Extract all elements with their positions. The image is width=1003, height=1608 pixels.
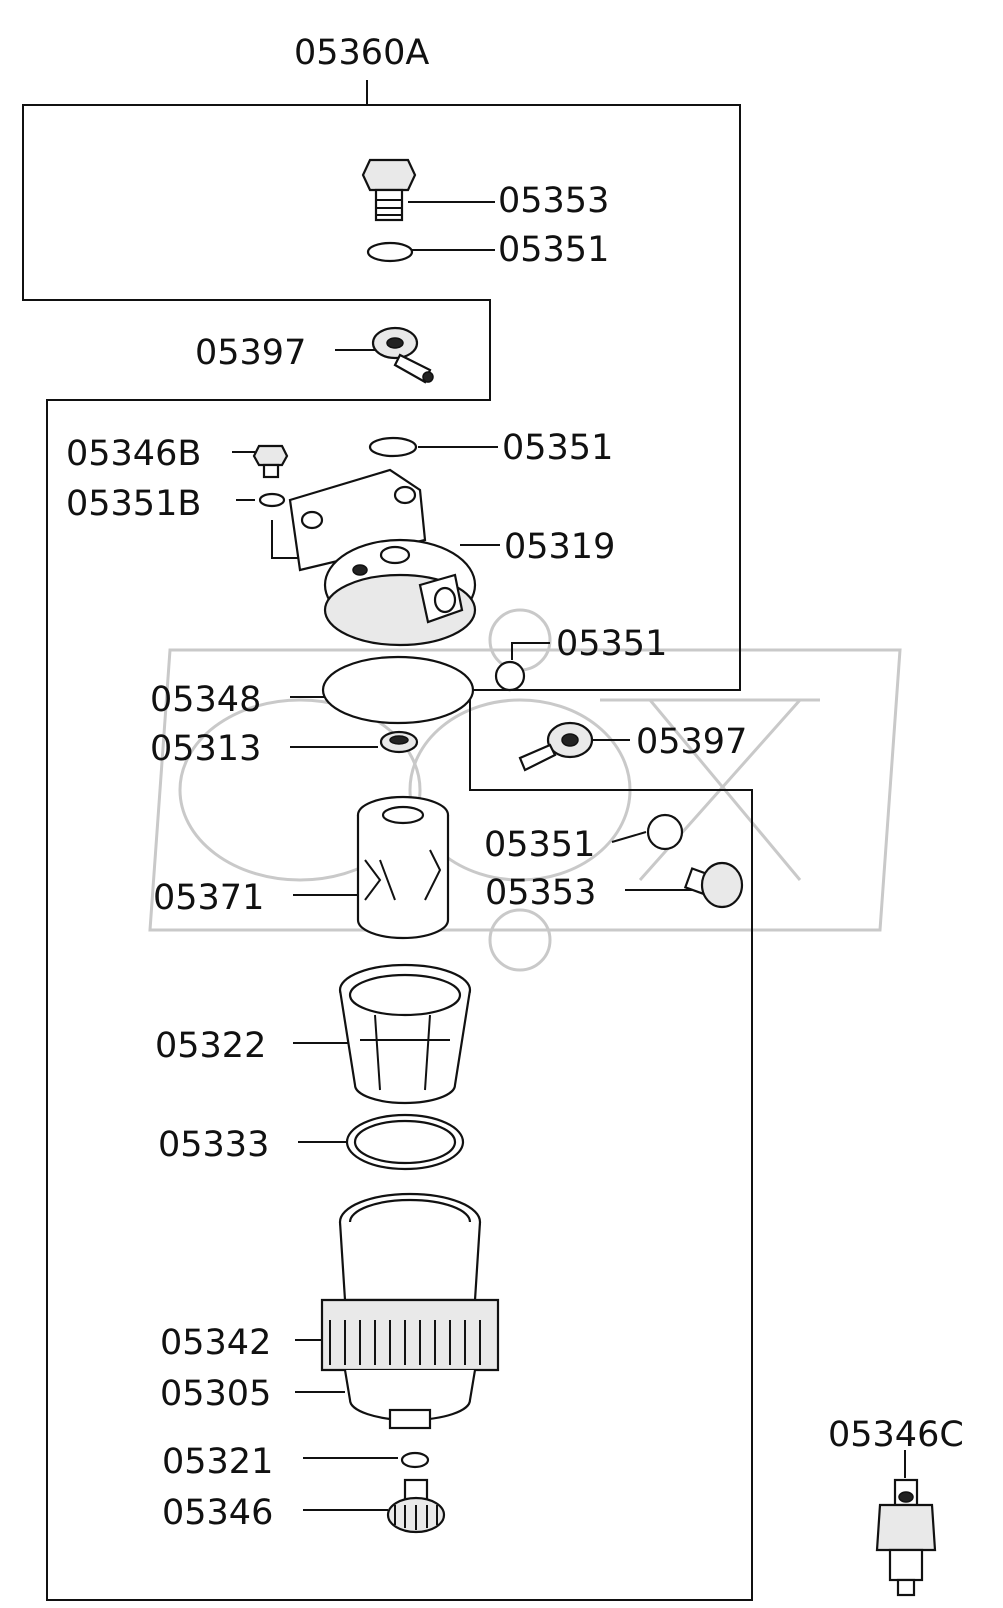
label-drain-plug: 05346	[162, 1493, 273, 1533]
label-bowl: 05342	[160, 1323, 271, 1363]
label-washer-head-top: 05351	[502, 428, 613, 468]
label-eye-joint-top: 05397	[195, 333, 306, 373]
label-o-ring: 05333	[158, 1125, 269, 1165]
sensor	[875, 1478, 937, 1597]
washer-b	[258, 492, 286, 508]
label-hollow-bolt-top: 05353	[498, 181, 609, 221]
washer-top	[366, 241, 414, 263]
label-sensor: 05346C	[828, 1415, 964, 1455]
label-gasket: 05348	[150, 680, 261, 720]
label-strainer-cup: 05322	[155, 1026, 266, 1066]
label-hollow-bolt-side: 05353	[485, 873, 596, 913]
label-ring-nut: 05305	[160, 1374, 271, 1414]
label-washer-b: 05351B	[66, 484, 201, 524]
drain-washer	[400, 1451, 430, 1469]
gasket	[321, 655, 475, 725]
label-washer-top: 05351	[498, 230, 609, 270]
strainer-cup	[338, 963, 472, 1105]
washer-head-top	[368, 436, 418, 458]
part-labels: 05360A 05353 05351 05397 05346B 05351B 0…	[66, 33, 964, 1533]
assembly-frame	[22, 80, 753, 1601]
eye-joint-side	[518, 721, 594, 772]
o-ring	[345, 1113, 465, 1171]
bowl	[320, 1192, 500, 1430]
element	[356, 795, 450, 940]
label-element: 05371	[153, 878, 264, 918]
label-eye-joint-side: 05397	[636, 722, 747, 762]
label-drain-washer: 05321	[162, 1442, 273, 1482]
label-filter-head: 05319	[504, 527, 615, 567]
label-washer-head-side: 05351	[556, 624, 667, 664]
hollow-bolt-side	[683, 861, 744, 909]
label-washer-side: 05351	[484, 825, 595, 865]
washer-head-side	[494, 660, 526, 692]
seal	[379, 730, 419, 754]
leader-lines	[232, 201, 906, 1511]
bolt-b	[252, 444, 289, 479]
washer-side	[646, 813, 684, 851]
eye-joint-top	[371, 326, 434, 384]
label-bolt-b: 05346B	[66, 434, 201, 474]
label-assembly: 05360A	[294, 33, 429, 73]
label-seal: 05313	[150, 729, 261, 769]
drain-plug	[386, 1478, 446, 1534]
hollow-bolt-top	[361, 158, 417, 222]
filter-head	[288, 468, 477, 647]
